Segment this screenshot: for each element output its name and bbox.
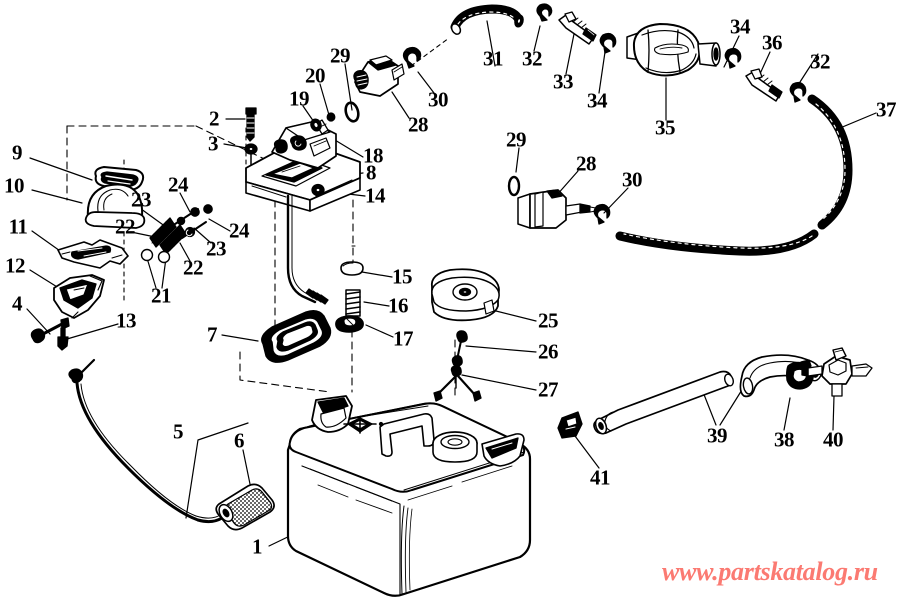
part-spring-16	[345, 289, 361, 317]
callout-24b: 24	[229, 218, 250, 243]
callout-24a: 24	[168, 172, 189, 197]
callout-35: 35	[655, 115, 676, 140]
callout-30b: 30	[622, 167, 643, 192]
callout-31: 31	[483, 46, 504, 71]
callout-22a: 22	[115, 214, 136, 239]
part-fuel-hose-31	[450, 4, 524, 35]
callout-12: 12	[5, 253, 26, 278]
part-fuel-valve-40	[801, 347, 873, 397]
part-primer-bulb-35	[626, 23, 721, 77]
callout-19: 19	[289, 86, 310, 111]
part-diaphragm-plate	[57, 239, 129, 269]
callout-27: 27	[538, 377, 559, 402]
part-fuel-filter-6	[215, 483, 275, 531]
callout-1: 1	[252, 534, 263, 559]
part-small-rings	[310, 101, 360, 132]
part-seal-cap-15	[340, 261, 364, 276]
callout-39: 39	[707, 423, 728, 448]
callout-17: 17	[393, 326, 414, 351]
part-hose-nipple-33	[558, 11, 597, 45]
part-retaining-nut	[57, 327, 69, 351]
callout-20: 20	[305, 63, 326, 88]
callout-23b: 23	[206, 236, 227, 261]
callout-32a: 32	[522, 46, 543, 71]
part-fuel-connector-upper	[353, 55, 405, 97]
callout-34b: 34	[730, 14, 751, 39]
callout-7: 7	[207, 322, 218, 347]
callout-28a: 28	[408, 112, 429, 137]
callout-4: 4	[12, 291, 23, 316]
part-hose-clamp-34a	[599, 32, 617, 54]
callout-21: 21	[151, 283, 172, 308]
callout-36: 36	[762, 30, 783, 55]
part-hose-nipple-36	[745, 68, 783, 102]
part-primer-bulb-cap	[84, 183, 146, 229]
part-cap-bracket-27	[433, 365, 482, 402]
callout-16: 16	[388, 293, 409, 318]
callout-32b: 32	[810, 49, 831, 74]
callout-2: 2	[209, 106, 220, 131]
part-hose-clamp-32b	[789, 81, 807, 103]
part-fuel-tank-1	[286, 395, 532, 597]
callout-40: 40	[823, 427, 844, 452]
part-hose-clamp-38	[786, 359, 814, 390]
part-fuel-cap-25	[430, 268, 500, 322]
callout-8: 8	[366, 160, 377, 185]
part-gasket-7	[261, 310, 332, 363]
callout-14: 14	[365, 183, 386, 208]
callout-15: 15	[392, 264, 413, 289]
callout-9: 9	[12, 140, 23, 165]
part-linkage-assembly	[140, 204, 213, 264]
callout-38: 38	[774, 427, 795, 452]
callout-25: 25	[538, 308, 559, 333]
callout-18: 18	[363, 143, 384, 168]
callout-22b: 22	[183, 255, 204, 280]
part-fuel-hose-37	[615, 94, 853, 256]
part-fuel-pump-body	[245, 119, 361, 305]
callout-33: 33	[553, 69, 574, 94]
part-cap-link-26	[451, 330, 468, 367]
part-screw-2	[245, 107, 257, 142]
part-hose-clamp-30a	[402, 46, 422, 69]
callout-34a: 34	[587, 88, 608, 113]
callout-13: 13	[116, 308, 137, 333]
callout-26: 26	[538, 339, 559, 364]
callout-11: 11	[8, 214, 28, 239]
part-fuel-connector-mid	[507, 175, 611, 229]
callout-29b: 29	[506, 127, 527, 152]
part-valve-seat-17	[335, 315, 364, 333]
callout-3: 3	[208, 131, 219, 156]
callout-41: 41	[590, 465, 611, 490]
callout-29a: 29	[330, 43, 351, 68]
part-hose-clamp-41	[557, 411, 583, 439]
callout-30a: 30	[428, 87, 449, 112]
watermark-text: www.partskatalog.ru	[662, 557, 878, 586]
part-pivot-screw	[30, 317, 70, 344]
part-hose-clamp-34b	[724, 47, 742, 69]
part-fuel-pickup-tube-5	[68, 358, 238, 524]
callout-23a: 23	[131, 187, 152, 212]
callout-6: 6	[234, 428, 245, 453]
callout-28b: 28	[576, 151, 597, 176]
part-primer-base	[53, 274, 105, 319]
callout-10: 10	[4, 173, 25, 198]
part-hose-clamp-32a	[536, 3, 553, 22]
callout-37: 37	[876, 97, 897, 122]
part-primer-cover-plate	[94, 166, 145, 191]
callout-5: 5	[173, 419, 184, 444]
